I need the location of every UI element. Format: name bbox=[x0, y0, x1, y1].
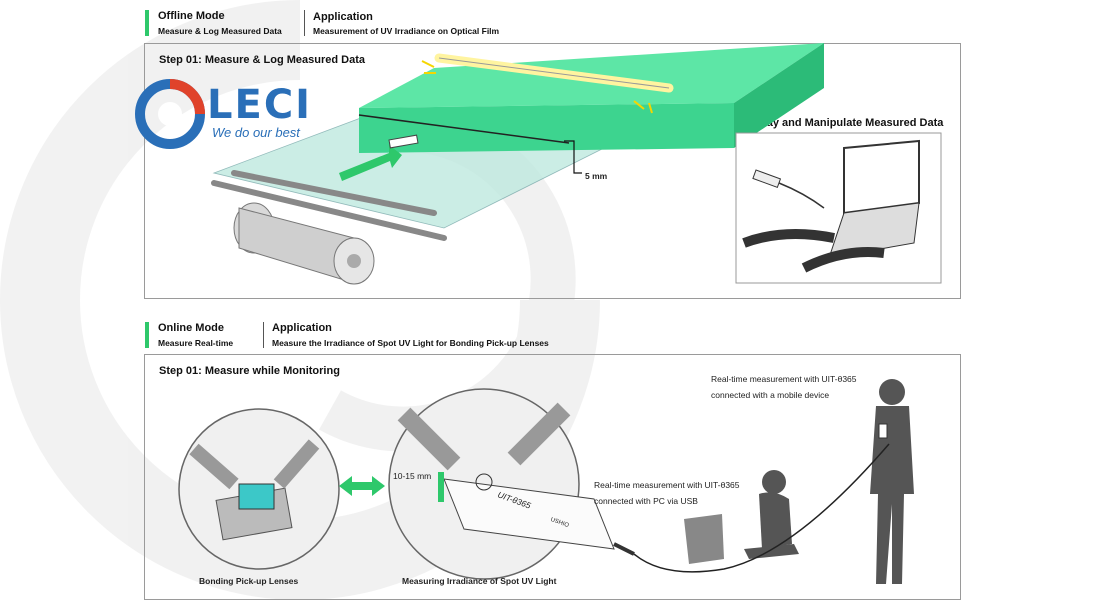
uit-sensor-device bbox=[443, 478, 615, 550]
offline-accent-bar bbox=[145, 10, 149, 36]
offline-mode-sub: Measure & Log Measured Data bbox=[158, 26, 282, 36]
online-step1-title: Step 01: Measure while Monitoring bbox=[159, 365, 340, 377]
offline-header-divider bbox=[304, 10, 305, 36]
pc-note-line1: Real-time measurement with UIT-θ365 bbox=[594, 480, 740, 490]
guide-roller bbox=[211, 180, 447, 241]
seated-operator bbox=[684, 470, 799, 564]
optical-film-illustration bbox=[211, 43, 942, 285]
uv-slab-front bbox=[359, 103, 734, 153]
mobile-note-line1: Real-time measurement with UIT-θ365 bbox=[711, 374, 857, 384]
brand-name: LECI bbox=[207, 82, 313, 128]
offline-panel bbox=[144, 43, 961, 299]
online-mode-sub: Measure Real-time bbox=[158, 338, 234, 348]
leci-logo-icon bbox=[135, 79, 205, 149]
standing-operator bbox=[870, 379, 914, 584]
online-app-title: Application bbox=[272, 322, 332, 334]
swap-arrow-icon bbox=[339, 476, 385, 496]
brand-tagline: We do our best bbox=[212, 125, 300, 140]
offline-step1-title: Step 01: Measure & Log Measured Data bbox=[159, 54, 366, 66]
online-app-sub: Measure the Irradiance of Spot UV Light … bbox=[272, 338, 549, 348]
mobile-note-line2: connected with a mobile device bbox=[711, 390, 830, 400]
spot-uv-illustration bbox=[178, 379, 914, 584]
film-direction-arrow bbox=[339, 145, 402, 181]
caption-bonding-lenses: Bonding Pick-up Lenses bbox=[199, 576, 299, 586]
uv-lamp-glow bbox=[421, 60, 653, 114]
offline-app-title: Application bbox=[313, 11, 373, 23]
distance-label: 10-15 mm bbox=[393, 471, 432, 481]
offline-app-sub: Measurement of UV Irradiance on Optical … bbox=[313, 26, 500, 36]
dimension-label: 5 mm bbox=[585, 171, 608, 181]
offline-mode-title: Offline Mode bbox=[158, 10, 225, 22]
sensor-on-film bbox=[388, 134, 419, 149]
online-header-divider bbox=[263, 322, 264, 348]
usb-cable bbox=[633, 443, 890, 573]
online-mode-title: Online Mode bbox=[158, 322, 224, 334]
pc-note-line2: connected with PC via USB bbox=[594, 496, 698, 506]
online-accent-bar bbox=[145, 322, 149, 348]
caption-measuring-spot-uv: Measuring Irradiance of Spot UV Light bbox=[402, 576, 557, 586]
laptop-illustration bbox=[735, 132, 942, 284]
